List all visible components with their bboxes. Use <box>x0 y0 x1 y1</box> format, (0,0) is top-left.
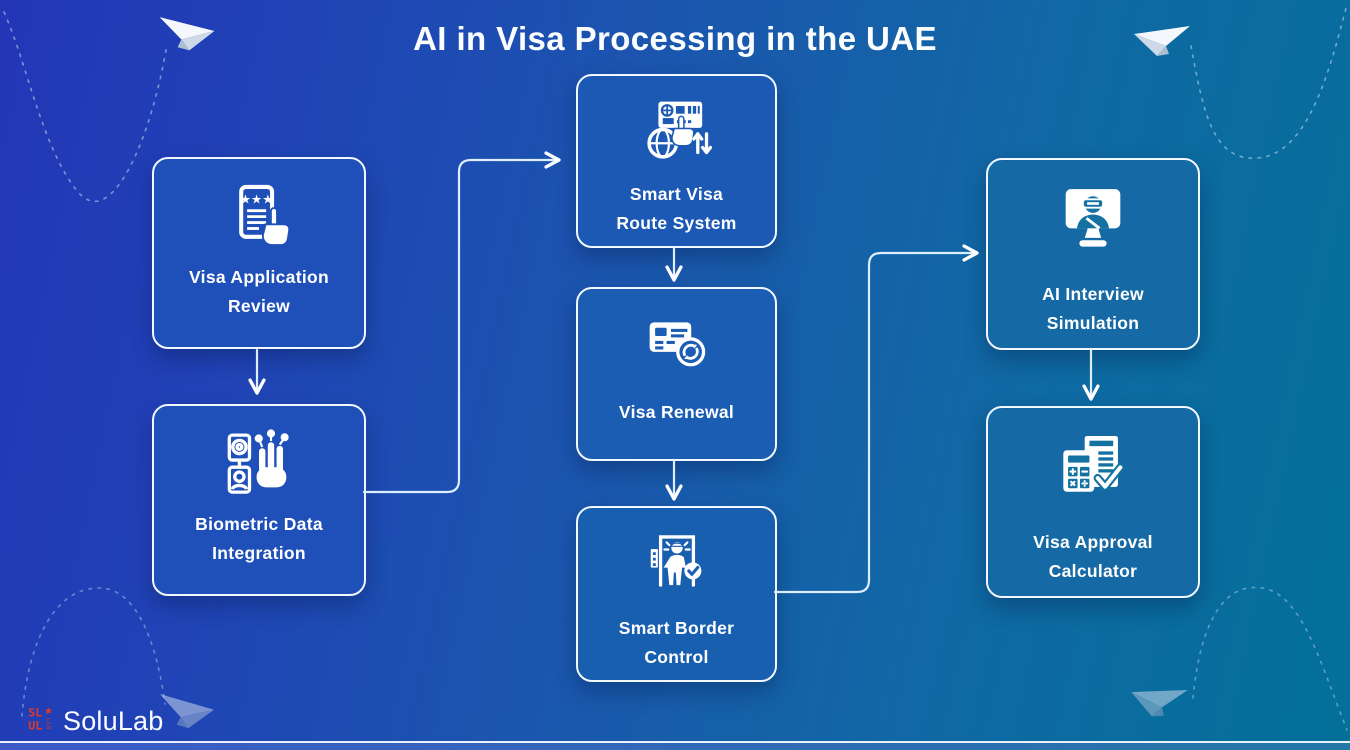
node-smart-visa-route-system: Smart Visa Route System <box>576 74 777 248</box>
node-label-line: Review <box>227 296 291 316</box>
node-label: Visa Approval Calculator <box>988 528 1198 586</box>
node-label: Biometric Data Integration <box>154 510 364 568</box>
node-label-line: Simulation <box>1046 313 1140 333</box>
solulab-logo-mark-icon: SL UL LAB <box>28 706 53 733</box>
svg-text:SL: SL <box>28 706 42 720</box>
node-label-line: Visa Application <box>189 267 329 287</box>
svg-text:★★★: ★★★ <box>240 192 274 207</box>
solulab-logo: SL UL LAB SoluLab <box>28 705 164 737</box>
node-label-line: Visa Approval <box>1033 532 1153 552</box>
node-label-line: Biometric Data <box>195 514 323 534</box>
node-visa-application-review: ★★★ Visa Application Review <box>152 157 366 349</box>
node-ai-interview-simulation: AI Interview Simulation <box>986 158 1200 350</box>
node-label-line: Smart Border <box>618 618 735 638</box>
node-label: Smart Border Control <box>578 614 775 672</box>
ai-interview-simulation-icon <box>1065 189 1121 247</box>
visa-renewal-icon <box>649 322 705 367</box>
svg-text:LAB: LAB <box>44 718 50 731</box>
node-label-line: Control <box>644 647 709 667</box>
visa-application-review-icon: ★★★ <box>239 184 291 247</box>
node-label: Visa Application Review <box>154 263 364 321</box>
visa-approval-calculator-icon <box>1063 435 1125 492</box>
bottom-strip <box>0 741 1350 750</box>
solulab-logo-text: SoluLab <box>63 705 164 736</box>
svg-text:UL: UL <box>28 719 42 733</box>
node-label: AI Interview Simulation <box>988 280 1198 338</box>
node-label: Smart Visa Route System <box>578 180 775 238</box>
node-label: Visa Renewal <box>578 398 775 427</box>
node-biometric-data-integration: Biometric Data Integration <box>152 404 366 596</box>
paper-plane-icon <box>1131 689 1188 717</box>
node-label-line: AI Interview <box>1042 284 1144 304</box>
connector-border-to-interview <box>773 244 979 594</box>
smart-visa-route-system-icon <box>646 101 712 159</box>
node-label-line: Smart Visa <box>629 184 724 204</box>
connector-biometric-to-route <box>362 151 561 494</box>
node-smart-border-control: Smart Border Control <box>576 506 777 682</box>
smart-border-control-icon <box>650 535 701 587</box>
paper-plane-icon <box>159 693 215 729</box>
page-title: AI in Visa Processing in the UAE <box>413 20 937 57</box>
node-visa-approval-calculator: Visa Approval Calculator <box>986 406 1200 598</box>
node-label-line: Route System <box>616 213 737 233</box>
node-label-line: Integration <box>212 543 306 563</box>
node-visa-renewal: Visa Renewal <box>576 287 777 461</box>
biometric-data-integration-icon <box>227 429 289 494</box>
node-label-line: Visa Renewal <box>618 402 735 422</box>
node-label-line: Calculator <box>1048 561 1138 581</box>
